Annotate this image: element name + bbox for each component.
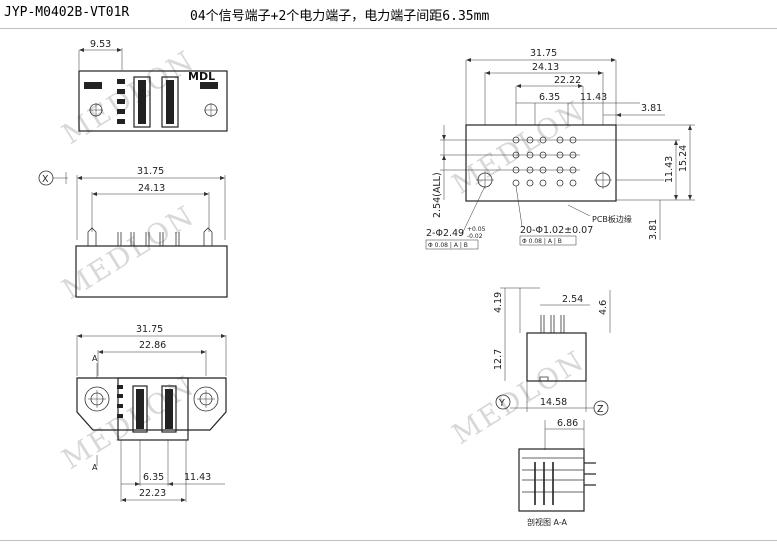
dim-pcb-width: 31.75 [530,48,557,59]
mdl-logo: MDL [188,70,215,83]
gdt-frame-2: Φ 0.08 | A | B [522,238,562,245]
dim-side-46: 4.6 [598,300,609,315]
dim-front-inner: 24.13 [138,183,165,194]
dim-pcb-635: 6.35 [539,92,560,103]
dim-pcb-1143-v: 11.43 [664,156,675,183]
dim-pcb-381-v: 3.81 [648,219,659,240]
dim-side-254: 2.54 [562,294,583,305]
dim-pcb-2222: 22.22 [554,75,581,86]
part-number: JYP-M0402B-VT01R [4,5,130,20]
dim-side-127: 12.7 [493,349,504,370]
axis-x-label: X [42,174,49,185]
section-caption: 剖视图 A-A [527,517,568,527]
bottom-view: 31.75 22.86 A A [76,324,227,502]
spec-title: 04个信号端子+2个电力端子，电力端子间距6.35mm [190,9,490,24]
header-divider [0,28,777,29]
dim-bottom-2223: 22.23 [139,488,166,499]
dim-pcb-381: 3.81 [641,103,662,114]
watermark-3: MEDLON [56,369,200,476]
dim-section-686: 6.86 [557,418,578,429]
dim-bottom-635: 6.35 [143,472,164,483]
dim-pcb-1524: 15.24 [678,145,689,172]
axis-z-label: Z [597,404,604,415]
pcb-edge-label: PCB板边缘 [592,214,632,224]
dim-side-419: 4.19 [493,292,504,313]
axis-y-marker [495,394,511,410]
dim-bottom-2286: 22.86 [139,340,166,351]
dim-pcb-1143: 11.43 [580,92,607,103]
watermark-1: MEDLON [56,44,200,151]
pcb-view: 31.75 24.13 22.22 6.35 11.43 3.81 [425,48,695,250]
side-view: 4.19 2.54 4.6 12.7 Y Z 14.58 [493,287,611,416]
axis-y-label: Y [498,398,505,409]
dim-pcb-2413: 24.13 [532,62,559,73]
hole-2-callout: 2-Φ2.49 [426,228,464,239]
hole-20-callout: 20-Φ1.02±0.07 [520,225,593,236]
gdt-frame-1: Φ 0.08 | A | B [428,242,468,249]
dim-bottom-width: 31.75 [136,324,163,335]
section-view: 6.86 剖视图 A-A [518,418,596,527]
hole-2-tol-dn: -0.02 [467,233,483,240]
top-view: 9.53 MDL [78,39,228,132]
dim-bottom-1143: 11.43 [184,472,211,483]
watermark-2: MEDLON [56,199,200,306]
section-a-top: A [92,354,98,363]
dim-top-953: 9.53 [90,39,111,50]
dim-side-1458: 14.58 [540,397,567,408]
section-a-bottom: A [92,463,98,472]
footer-divider [0,540,777,541]
hole-2-tol-up: +0.05 [467,226,486,233]
front-view: X 31.75 24.13 [38,166,228,298]
dim-pcb-254-all: 2.54(ALL) [432,172,443,218]
watermark-5: MEDLON [446,344,590,451]
dim-front-width: 31.75 [137,166,164,177]
